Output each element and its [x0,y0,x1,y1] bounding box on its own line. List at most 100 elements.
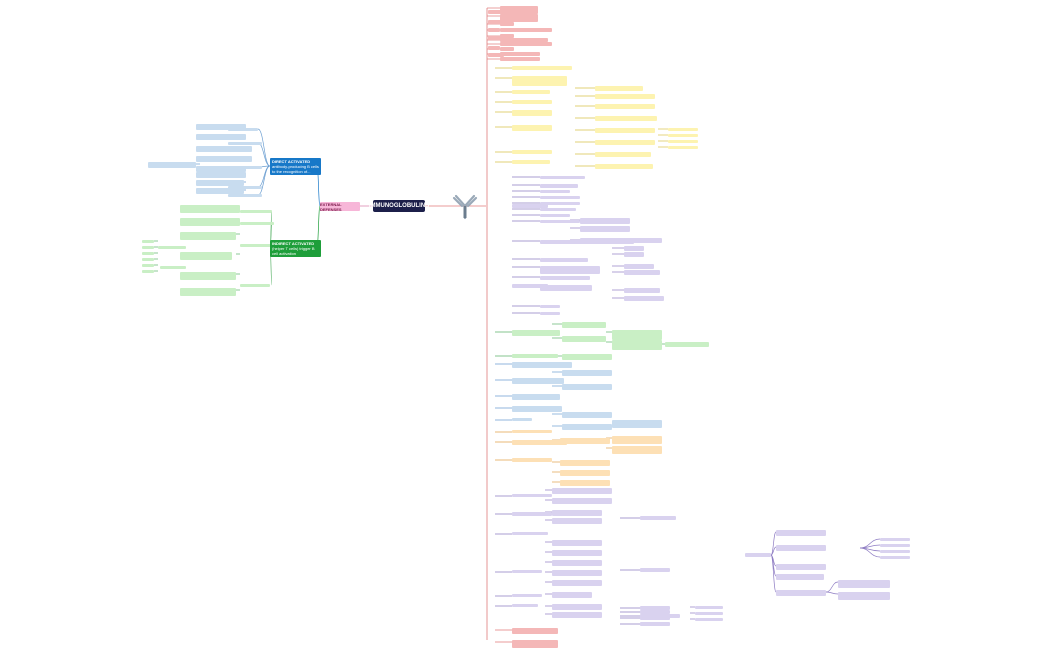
blue-node[interactable] [196,156,252,162]
purple-node[interactable] [540,312,560,315]
purple-node[interactable] [695,618,723,621]
purple-node[interactable] [552,560,602,566]
purple-node[interactable] [776,574,824,580]
red-node[interactable] [488,10,508,14]
purple-node[interactable] [540,266,600,274]
green-node[interactable] [142,258,154,261]
purple-node[interactable] [512,570,542,573]
blue-node[interactable] [196,124,246,130]
red-node[interactable] [500,14,538,22]
orange-node[interactable] [560,480,610,486]
green-node[interactable] [240,284,270,287]
blue-node[interactable] [196,180,244,186]
yellow-node[interactable] [595,140,655,145]
green-node[interactable] [562,322,606,328]
red-node[interactable] [500,42,552,46]
green-node[interactable] [180,205,240,213]
purple-node[interactable] [624,296,664,301]
purple-node[interactable] [695,612,723,615]
purple-node[interactable] [540,285,592,291]
blue-node[interactable] [512,362,572,368]
purple-node[interactable] [552,518,602,524]
blue-node[interactable] [512,418,532,421]
red-node[interactable] [488,20,504,24]
purple-node[interactable] [512,532,548,535]
purple-node[interactable] [512,512,552,516]
purple-node[interactable] [580,226,630,232]
purple-node[interactable] [540,208,576,211]
orange-node[interactable] [560,438,610,444]
blue-node[interactable] [228,186,262,189]
purple-node[interactable] [880,550,910,553]
red-node[interactable] [500,22,514,26]
orange-node[interactable] [512,430,552,433]
purple-node[interactable] [580,218,630,224]
red-node[interactable] [488,46,500,50]
blue-node[interactable] [562,412,612,418]
purple-node[interactable] [776,590,826,596]
green-node[interactable] [612,340,662,350]
blue-node[interactable] [612,420,662,428]
green-node[interactable] [142,252,154,255]
purple-node[interactable] [838,592,890,600]
blue-node[interactable] [512,406,562,412]
orange-node[interactable] [560,470,610,476]
green-node[interactable] [180,232,236,240]
purple-node[interactable] [540,258,588,262]
blue-node[interactable] [196,134,246,140]
blue-node[interactable] [148,162,196,168]
green-node[interactable] [240,222,274,225]
yellow-node[interactable] [512,150,552,154]
direct-activated-node[interactable]: DIRECT ACTIVATED antibody-producing B ce… [270,158,321,175]
purple-node[interactable] [552,570,602,576]
purple-node[interactable] [580,238,634,244]
purple-node[interactable] [640,616,670,620]
external-defenses-node[interactable]: EXTERNAL DEFENSES [320,202,360,212]
purple-node[interactable] [540,184,578,188]
green-node[interactable] [142,270,154,273]
yellow-node[interactable] [595,94,655,99]
purple-node[interactable] [540,190,570,193]
red-node[interactable] [512,628,558,634]
purple-node[interactable] [540,276,590,280]
purple-node[interactable] [540,176,585,179]
orange-node[interactable] [612,446,662,454]
purple-node[interactable] [624,252,644,257]
purple-node[interactable] [624,264,654,269]
blue-node[interactable] [196,172,246,178]
indirect-activated-node[interactable]: INDIRECT ACTIVATED (helper T cells) trig… [270,240,321,257]
red-node[interactable] [500,47,514,51]
red-node[interactable] [500,57,540,61]
purple-node[interactable] [838,580,890,588]
yellow-node[interactable] [668,134,698,137]
red-node[interactable] [500,34,514,38]
green-node[interactable] [180,252,232,260]
purple-node[interactable] [512,204,548,208]
purple-node[interactable] [552,580,602,586]
red-node[interactable] [512,640,558,648]
purple-node[interactable] [552,550,602,556]
red-node[interactable] [500,6,538,14]
purple-node[interactable] [552,612,602,618]
purple-node[interactable] [552,510,602,516]
yellow-node[interactable] [512,160,550,164]
yellow-node[interactable] [595,128,655,133]
green-node[interactable] [180,218,240,226]
purple-node[interactable] [552,592,592,598]
yellow-node[interactable] [595,104,655,109]
yellow-node[interactable] [512,76,567,86]
green-node[interactable] [612,330,662,340]
purple-node[interactable] [695,606,723,609]
orange-node[interactable] [560,460,610,466]
purple-node[interactable] [552,498,612,504]
green-node[interactable] [512,354,558,358]
purple-node[interactable] [640,606,670,610]
purple-node[interactable] [776,564,826,570]
purple-node[interactable] [880,556,910,559]
purple-node[interactable] [552,604,602,610]
green-node[interactable] [562,336,606,342]
purple-node[interactable] [540,214,570,217]
green-node[interactable] [160,266,186,269]
purple-node[interactable] [624,288,660,293]
yellow-node[interactable] [512,110,552,116]
